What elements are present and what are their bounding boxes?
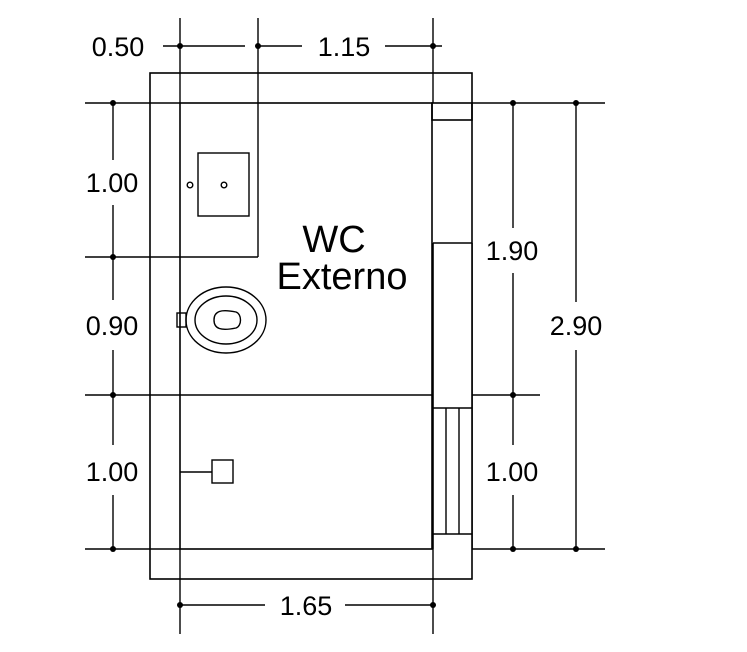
sink-basin: [197, 152, 250, 217]
sink: [180, 103, 259, 258]
room-name-line1: WC: [302, 219, 365, 261]
dim-right-upper: 1.90: [486, 236, 539, 266]
drain-box-icon: [211, 459, 234, 484]
dimension-lines: [85, 18, 605, 634]
walls: [149, 72, 473, 580]
dim-right-total: 2.90: [550, 311, 603, 341]
inner-wall: [179, 102, 433, 550]
room-label: WC Externo: [277, 219, 408, 298]
dimension-labels: 0.50 1.15 1.00 0.90 1.00 1.90 1.00 2.90 …: [86, 32, 603, 621]
wall-notch: [431, 102, 473, 121]
dim-right-lower: 1.00: [486, 457, 539, 487]
room-name-line2: Externo: [277, 256, 408, 298]
toilet-bowl-icon: [213, 310, 242, 330]
dim-left-middle: 0.90: [86, 311, 139, 341]
dim-left-top: 1.00: [86, 168, 139, 198]
outer-wall: [149, 72, 473, 580]
drain-icon: [220, 181, 228, 189]
door: [432, 242, 473, 549]
dim-bottom: 1.65: [280, 591, 333, 621]
faucet-icon: [186, 181, 194, 189]
shower-drain: [180, 459, 234, 484]
dim-top-right: 1.15: [318, 32, 371, 62]
toilet: [176, 286, 267, 354]
dim-left-bottom: 1.00: [86, 457, 139, 487]
dim-top-left: 0.50: [92, 32, 145, 62]
